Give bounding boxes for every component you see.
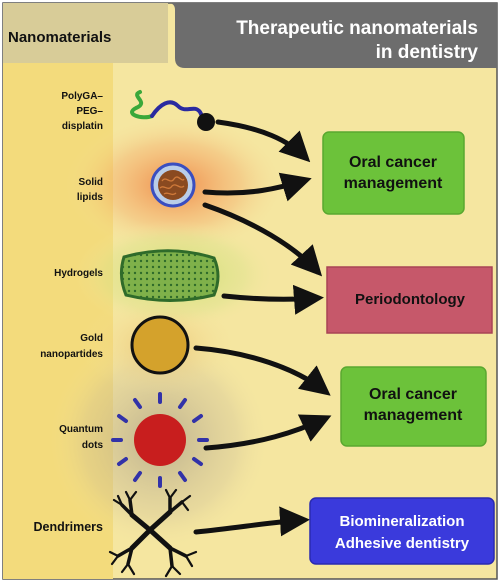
arrow-polyga-to-oral-cancer-1 [215, 119, 311, 163]
box-oral-cancer-1: Oral cancer management [322, 131, 465, 215]
solid-lipid-icon [150, 162, 196, 208]
label-polyga-2: PEG– [76, 106, 103, 117]
label-dendrimers: Dendrimers [34, 520, 104, 534]
label-quantum-2: dots [82, 440, 104, 451]
label-gold-1: Gold [80, 333, 103, 344]
polyga-peg-cisplatin-icon [130, 90, 215, 131]
dendrimer-icon [108, 488, 198, 578]
oral-cancer-2-line-1: Oral cancer [369, 386, 457, 403]
label-polyga-1: PolyGA– [61, 91, 103, 102]
arrows [193, 119, 332, 537]
label-hydrogels: Hydrogels [54, 268, 103, 279]
title-line-1: Therapeutic nanomaterials [236, 18, 478, 39]
box-biomineralization: Biomineralization Adhesive dentistry [309, 497, 495, 565]
arrow-hydrogels-to-periodontology [221, 284, 324, 315]
oral-cancer-1-line-2: management [344, 175, 443, 192]
arrow-lipids-to-oral-cancer-1 [202, 172, 312, 202]
label-gold-2: nanopartides [40, 349, 103, 360]
title-banner [168, 3, 497, 68]
box-oral-cancer-2: Oral cancer management [340, 366, 487, 447]
arrow-quantum-to-oral-cancer-2 [203, 414, 332, 451]
arrow-gold-to-oral-cancer-2 [193, 345, 331, 396]
box-periodontology: Periodontology [326, 266, 493, 334]
periodontology-label: Periodontology [355, 291, 466, 308]
title-line-2: in dentistry [376, 42, 479, 63]
quantum-dot-icon [111, 392, 209, 488]
label-polyga-3: displatin [62, 121, 103, 132]
hydrogel-icon [119, 249, 220, 302]
label-quantum-1: Quantum [59, 424, 103, 435]
label-solid-lipids-1: Solid [79, 177, 103, 188]
label-solid-lipids-2: lipids [77, 192, 104, 203]
arrow-lipids-to-periodontology [202, 202, 323, 277]
nanomaterials-heading: Nanomaterials [8, 29, 111, 46]
oral-cancer-1-line-1: Oral cancer [349, 154, 437, 171]
nanomaterials-header-bg [3, 3, 168, 63]
arrow-dendrimers-to-biomin [193, 506, 310, 537]
biomin-line-2: Adhesive dentistry [335, 535, 470, 552]
biomin-line-1: Biomineralization [339, 513, 464, 530]
oral-cancer-2-line-2: management [364, 407, 463, 424]
gold-nanoparticle-icon [130, 315, 190, 375]
